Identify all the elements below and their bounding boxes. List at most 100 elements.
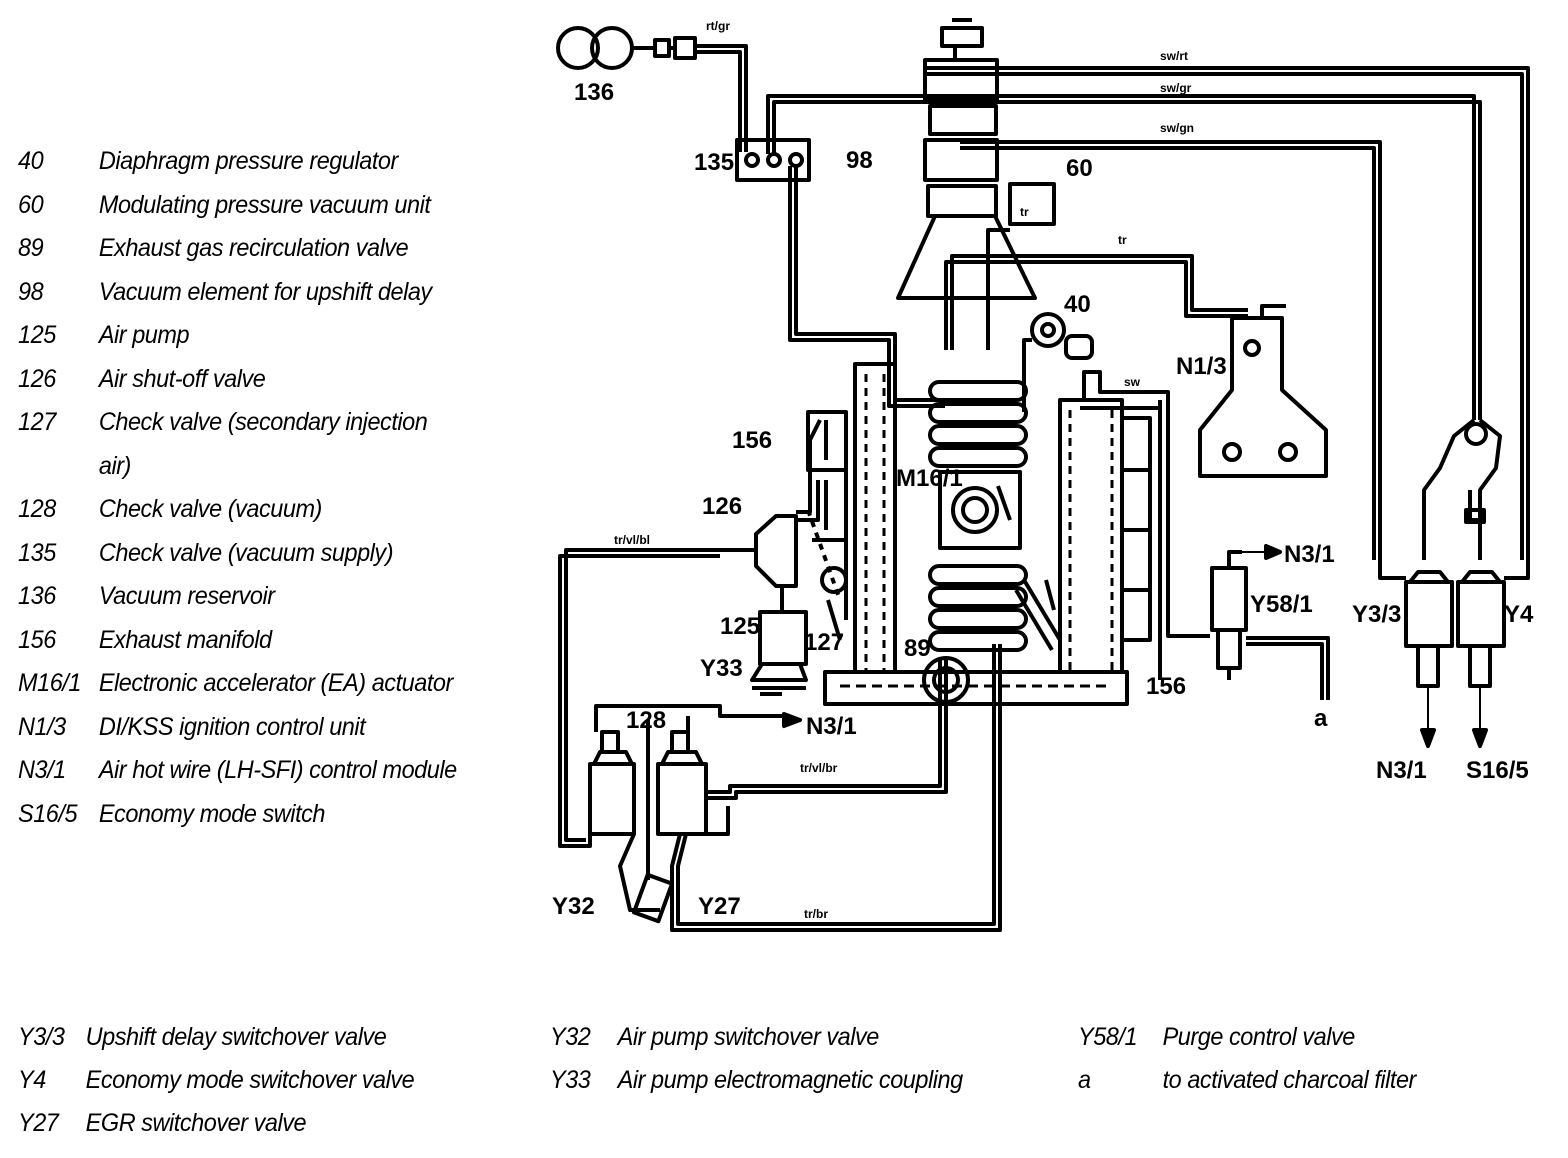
legend-item: 98 Vacuum element for upshift delay — [18, 271, 479, 315]
label-Y33: Y33 — [700, 655, 743, 682]
legend-description: Purge control valve — [1162, 1023, 1356, 1051]
hose-code-10: tr/br — [804, 907, 828, 921]
legend-item: Y33 Air pump electromagnetic coupling — [550, 1059, 963, 1102]
legend-code: 98 — [18, 277, 44, 306]
hose-code-8: tr/vl/bl — [614, 533, 650, 547]
hose-to-ignition-unit — [944, 228, 1248, 350]
hose-code-1: rt/gr — [706, 19, 730, 33]
switchover-valves-Y32-Y27 — [586, 644, 1002, 932]
label-128: 128 — [626, 707, 666, 734]
legend-description: EGR switchover valve — [85, 1109, 307, 1137]
hose-code-7: sw — [1124, 375, 1141, 389]
label-60: 60 — [1066, 155, 1093, 182]
label-a: a — [1314, 705, 1328, 732]
hose-code-6: tr — [1118, 233, 1127, 247]
legend-item: Y27 EGR switchover valve — [18, 1102, 414, 1145]
legend-code: 135 — [18, 538, 56, 567]
ignition-control-unit-N1-3 — [1198, 304, 1328, 478]
hose-to-purge-valve — [1082, 370, 1210, 638]
label-Y3-3: Y3/3 — [1352, 601, 1401, 628]
intake-runners — [928, 380, 1062, 652]
label-136: 136 — [574, 79, 614, 106]
legend-item: Y58/1 Purge control valve — [1078, 1016, 1416, 1059]
legend-code: Y33 — [550, 1066, 591, 1094]
legend-item: Y3/3 Upshift delay switchover valve — [18, 1016, 414, 1059]
legend-description: DI/KSS ignition control unit — [98, 712, 366, 741]
egr-valve-89 — [922, 656, 970, 704]
label-N3-1-left: N3/1 — [806, 713, 857, 740]
legend-description: Vacuum element for upshift delay — [98, 277, 432, 306]
label-156-left: 156 — [732, 427, 772, 454]
legend-item: 135 Check valve (vacuum supply) — [18, 532, 479, 576]
legend-description: Check valve (vacuum supply) — [98, 538, 394, 567]
legend-code: N1/3 — [18, 712, 66, 741]
hose-code-2: sw/rt — [1160, 49, 1188, 63]
engine-block — [806, 362, 1162, 706]
label-S16-5: S16/5 — [1466, 757, 1529, 784]
legend-description: Economy mode switch — [98, 799, 326, 828]
hose-code-5: tr — [1020, 205, 1029, 219]
legend-description: Air shut-off valve — [98, 364, 266, 393]
legend-description: Air pump — [98, 321, 190, 349]
hose-code-4: sw/gn — [1160, 121, 1194, 135]
label-Y27: Y27 — [698, 893, 741, 920]
air-pump-assembly — [720, 419, 848, 696]
legend-item: 40 Diaphragm pressure regulator — [18, 140, 479, 184]
legend-code: 89 — [18, 234, 44, 262]
legend-item: 126 Air shut-off valve — [18, 358, 479, 402]
label-126: 126 — [702, 493, 742, 520]
legend-code: Y27 — [18, 1109, 59, 1137]
legend-item: N1/3 DI/KSS ignition control unit — [18, 706, 479, 750]
label-Y4: Y4 — [1504, 601, 1534, 628]
legend-item: Y32 Air pump switchover valve — [550, 1016, 963, 1059]
legend-code: 125 — [18, 321, 56, 349]
legend-item: S16/5 Economy mode switch — [18, 793, 479, 837]
legend-code: 128 — [18, 495, 56, 523]
legend-description: Upshift delay switchover valve — [85, 1023, 387, 1051]
hose-code-3: sw/gr — [1160, 81, 1192, 95]
label-98: 98 — [846, 147, 873, 174]
legend-description: Electronic accelerator (EA) actuator — [98, 669, 453, 697]
legend-description: Diaphragm pressure regulator — [98, 147, 398, 175]
accelerator-actuator-M16-1 — [938, 470, 1022, 550]
legend-code: M16/1 — [18, 669, 81, 697]
legend-description: Air pump electromagnetic coupling — [617, 1066, 963, 1094]
label-40: 40 — [1064, 291, 1091, 318]
legend-code: Y32 — [550, 1023, 591, 1051]
legend-description: Air hot wire (LH-SFI) control module — [98, 756, 457, 784]
legend-code: 127 — [18, 408, 56, 436]
legend-code: S16/5 — [18, 799, 78, 828]
legend-code: N3/1 — [18, 756, 66, 784]
legend-code: 126 — [18, 364, 56, 393]
label-125: 125 — [720, 613, 760, 640]
legend-code: Y58/1 — [1078, 1023, 1138, 1051]
legend-description: Check valve (vacuum) — [98, 495, 323, 523]
legend-code: 40 — [18, 147, 44, 175]
check-valve-135 — [735, 94, 1482, 420]
legend-item-continuation: air) — [18, 445, 479, 489]
vacuum-element-98 — [896, 18, 1530, 560]
label-156-right: 156 — [1146, 673, 1186, 700]
legend-code: Y4 — [18, 1066, 46, 1094]
label-N1-3: N1/3 — [1176, 353, 1227, 380]
label-N3-1-mid: N3/1 — [1284, 541, 1335, 568]
label-M16-1: M16/1 — [896, 465, 963, 492]
legend-item: 125 Air pump — [18, 314, 479, 358]
legend-description: Economy mode switchover valve — [85, 1066, 415, 1094]
legend-code: 60 — [18, 190, 44, 219]
diagram-labels: 136 135 98 60 40 N1/3 156 M16/1 126 125 … — [552, 19, 1534, 921]
label-N3-1-right: N3/1 — [1376, 757, 1427, 784]
legend-code: Y3/3 — [18, 1023, 65, 1051]
label-Y58-1: Y58/1 — [1250, 591, 1313, 618]
label-135: 135 — [694, 149, 734, 176]
legend-item: 156 Exhaust manifold — [18, 619, 479, 663]
legend-description: Air pump switchover valve — [617, 1023, 880, 1051]
legend-description: Exhaust manifold — [98, 625, 272, 654]
legend-code: 156 — [18, 625, 56, 654]
vacuum-reservoir-136 — [556, 26, 748, 152]
